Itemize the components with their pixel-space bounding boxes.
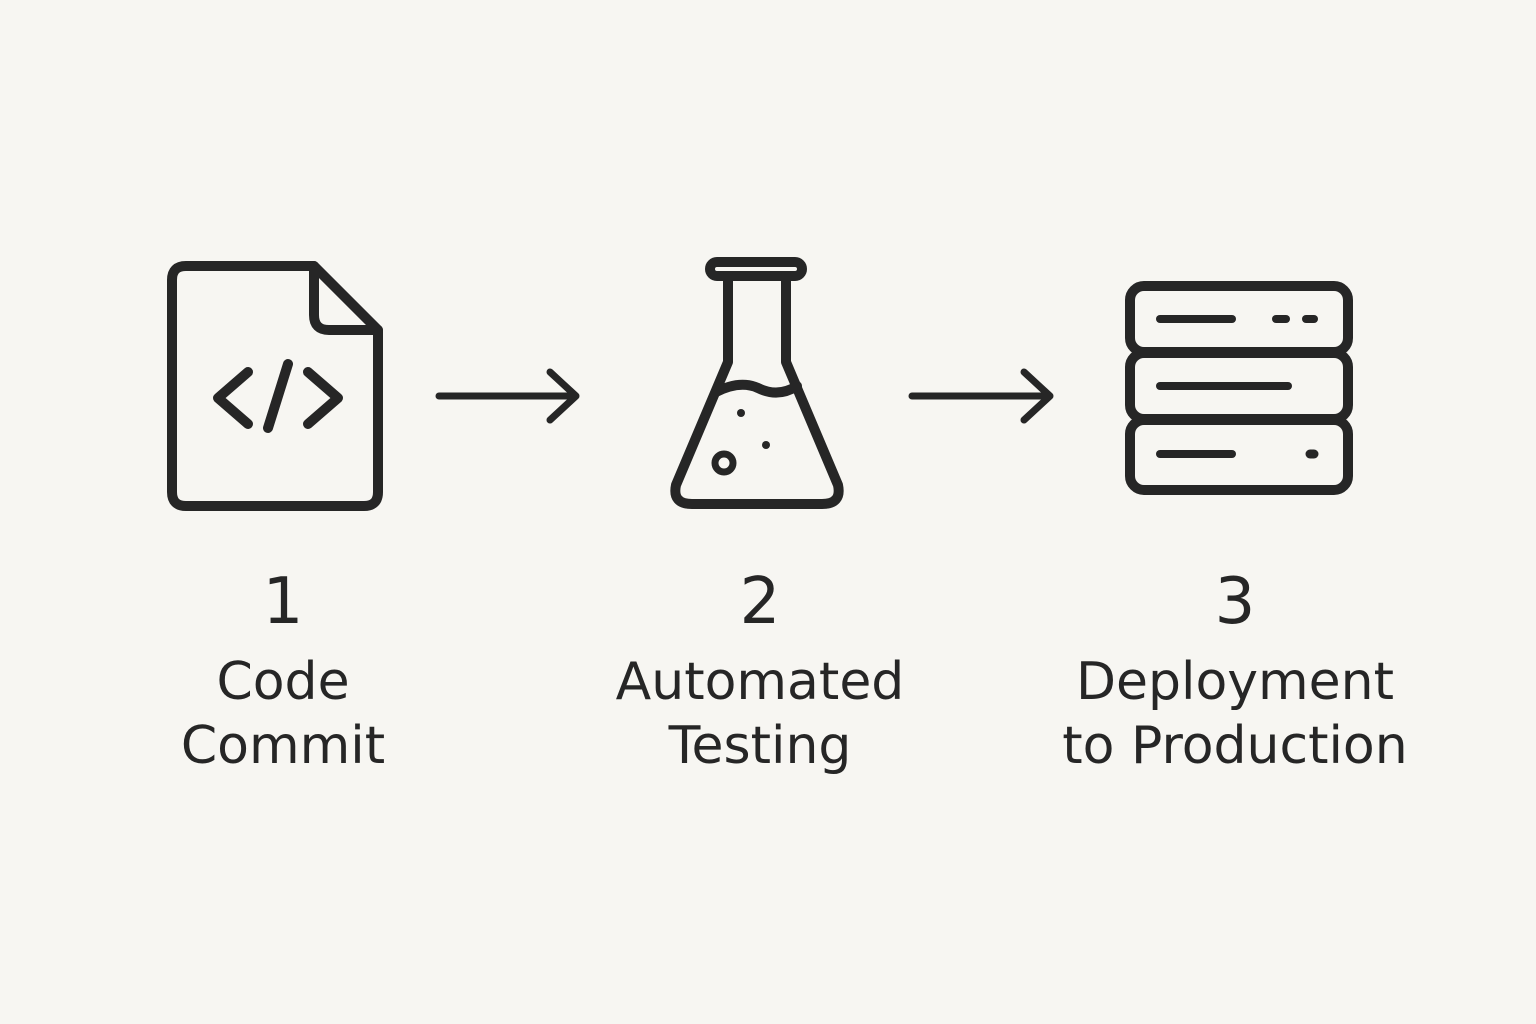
- step-label-line: Code: [216, 652, 350, 712]
- step-1-text: 1 Code Commit: [63, 565, 503, 778]
- step-label-line: Commit: [180, 716, 386, 776]
- step-label-line: to Production: [1062, 716, 1408, 776]
- step-label-line: Deployment: [1075, 652, 1395, 712]
- step-label-line: Automated: [615, 652, 905, 712]
- step-label: Deployment to Production: [1015, 650, 1455, 778]
- step-label-line: Testing: [668, 716, 852, 776]
- step-3-text: 3 Deployment to Production: [1015, 565, 1455, 778]
- step-number: 1: [262, 565, 304, 639]
- arrow-right-icon: [905, 365, 1065, 425]
- step-number: 3: [1214, 565, 1256, 639]
- step-label: Code Commit: [63, 650, 503, 778]
- step-label: Automated Testing: [540, 650, 980, 778]
- flask-icon: [660, 250, 860, 520]
- step-2-text: 2 Automated Testing: [540, 565, 980, 778]
- code-file-icon: [160, 255, 400, 525]
- server-stack-icon: [1120, 275, 1360, 500]
- step-number: 2: [739, 565, 781, 639]
- arrow-right-icon: [430, 365, 590, 425]
